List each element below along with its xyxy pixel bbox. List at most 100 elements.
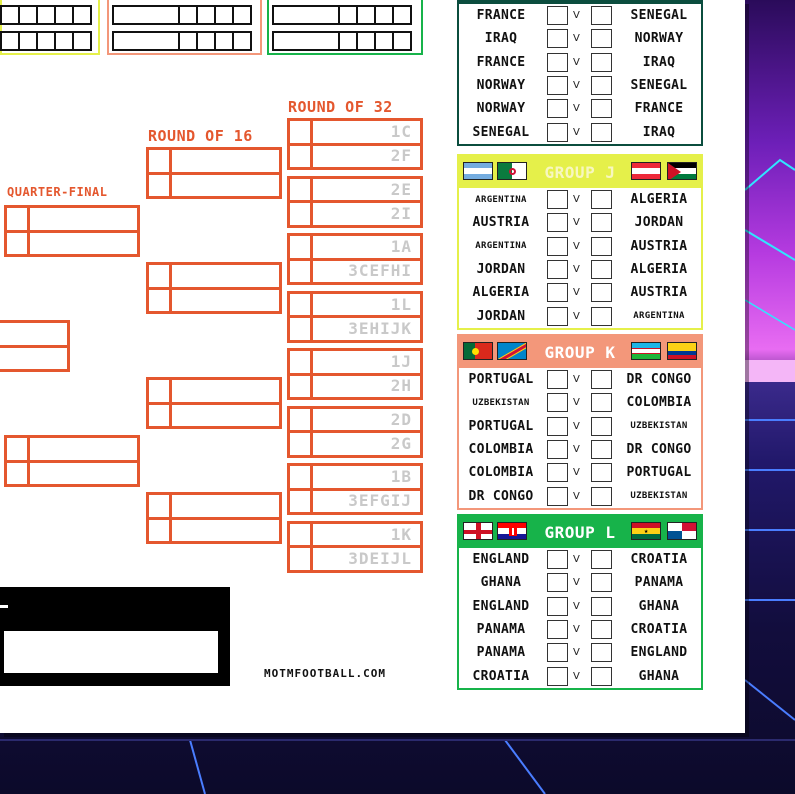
versus-label: V (573, 420, 580, 432)
away-score-box[interactable] (591, 416, 612, 436)
away-score-box[interactable] (591, 573, 612, 593)
home-team: JORDAN (476, 262, 526, 278)
away-score-box[interactable] (591, 440, 612, 460)
versus-label: V (573, 194, 580, 206)
home-team: ALGERIA (472, 285, 530, 301)
jordan-flag-icon (667, 162, 697, 180)
home-score-box[interactable] (547, 76, 568, 96)
versus-label: V (573, 444, 580, 456)
versus-label: V (573, 264, 580, 276)
away-score-box[interactable] (591, 99, 612, 119)
home-score-box[interactable] (547, 6, 568, 26)
away-team: SENEGAL (630, 8, 688, 24)
away-score-box[interactable] (591, 283, 612, 303)
away-score-box[interactable] (591, 76, 612, 96)
home-score-box[interactable] (547, 393, 568, 413)
round-of-16-match[interactable] (146, 377, 282, 429)
argentina-flag-icon (463, 162, 493, 180)
away-team: AUSTRIA (630, 238, 688, 254)
quarter-final-match[interactable] (4, 205, 140, 257)
home-team: CROATIA (472, 668, 530, 684)
home-score-box[interactable] (547, 370, 568, 390)
round-of-16-match[interactable] (146, 492, 282, 544)
group-title: GROUP J (544, 162, 616, 182)
away-team: ALGERIA (630, 262, 688, 278)
away-score-box[interactable] (591, 666, 612, 686)
home-score-box[interactable] (547, 29, 568, 49)
home-team: PANAMA (476, 645, 526, 661)
away-team: PANAMA (634, 575, 684, 591)
slot-placeholder: 2H (390, 376, 412, 395)
away-score-box[interactable] (591, 486, 612, 506)
home-score-box[interactable] (547, 52, 568, 72)
versus-label: V (573, 554, 580, 566)
home-score-box[interactable] (547, 643, 568, 663)
slot-placeholder: 2G (390, 433, 412, 453)
away-score-box[interactable] (591, 29, 612, 49)
away-score-box[interactable] (591, 463, 612, 483)
home-score-box[interactable] (547, 416, 568, 436)
home-score-box[interactable] (547, 486, 568, 506)
champion-field[interactable] (4, 631, 218, 673)
away-score-box[interactable] (591, 122, 612, 142)
home-score-box[interactable] (547, 213, 568, 233)
slot-placeholder: 1L (390, 294, 412, 314)
away-score-box[interactable] (591, 236, 612, 256)
away-score-box[interactable] (591, 6, 612, 26)
away-score-box[interactable] (591, 306, 612, 326)
away-team: FRANCE (634, 101, 684, 117)
round-of-16-label: ROUND OF 16 (148, 127, 253, 145)
away-score-box[interactable] (591, 596, 612, 616)
colombia-flag-icon (667, 342, 697, 360)
top-group-table-middle (107, 0, 262, 55)
away-score-box[interactable] (591, 393, 612, 413)
home-score-box[interactable] (547, 236, 568, 256)
quarter-final-match[interactable] (4, 435, 140, 487)
home-score-box[interactable] (547, 306, 568, 326)
away-score-box[interactable] (591, 213, 612, 233)
home-score-box[interactable] (547, 440, 568, 460)
bracket-sheet: ROUND OF 32 ROUND OF 16 QUARTER-FINAL 1C… (0, 0, 745, 733)
away-score-box[interactable] (591, 370, 612, 390)
versus-label: V (573, 467, 580, 479)
panama-flag-icon (667, 522, 697, 540)
home-score-box[interactable] (547, 99, 568, 119)
away-score-box[interactable] (591, 550, 612, 570)
away-team: CROATIA (630, 622, 688, 638)
slot-placeholder: 2I (390, 203, 412, 223)
round-of-16-match[interactable] (146, 147, 282, 199)
away-score-box[interactable] (591, 190, 612, 210)
home-score-box[interactable] (547, 550, 568, 570)
away-team: GHANA (638, 598, 680, 614)
versus-label: V (573, 670, 580, 682)
away-score-box[interactable] (591, 643, 612, 663)
away-score-box[interactable] (591, 260, 612, 280)
home-score-box[interactable] (547, 596, 568, 616)
away-score-box[interactable] (591, 52, 612, 72)
semi-final-match[interactable] (0, 320, 70, 372)
home-score-box[interactable] (547, 463, 568, 483)
home-score-box[interactable] (547, 573, 568, 593)
home-score-box[interactable] (547, 620, 568, 640)
round-of-16-match[interactable] (146, 262, 282, 314)
home-score-box[interactable] (547, 666, 568, 686)
away-score-box[interactable] (591, 620, 612, 640)
home-score-box[interactable] (547, 122, 568, 142)
home-score-box[interactable] (547, 260, 568, 280)
home-score-box[interactable] (547, 190, 568, 210)
home-score-box[interactable] (547, 283, 568, 303)
group-title: GROUP K (544, 342, 616, 362)
